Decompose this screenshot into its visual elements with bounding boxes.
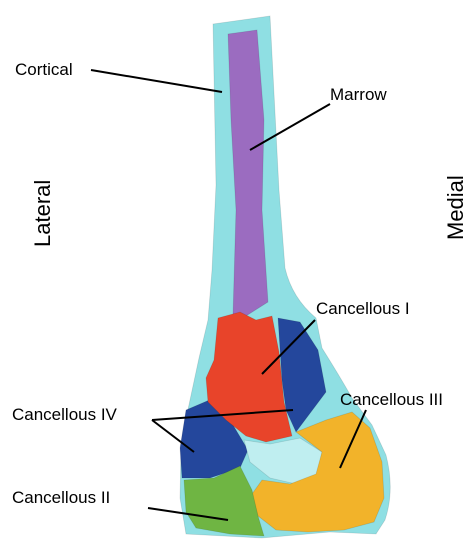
label-cancellous-iii: Cancellous III xyxy=(340,390,443,409)
label-cancellous-ii: Cancellous II xyxy=(12,488,110,507)
label-cortical: Cortical xyxy=(15,60,73,79)
label-marrow: Marrow xyxy=(330,85,387,104)
label-cancellous-iv: Cancellous IV xyxy=(12,405,118,424)
label-cancellous-i: Cancellous I xyxy=(316,299,410,318)
label-medial: Medial xyxy=(443,175,468,240)
label-lateral: Lateral xyxy=(30,180,55,247)
leader-cortical xyxy=(91,70,222,92)
